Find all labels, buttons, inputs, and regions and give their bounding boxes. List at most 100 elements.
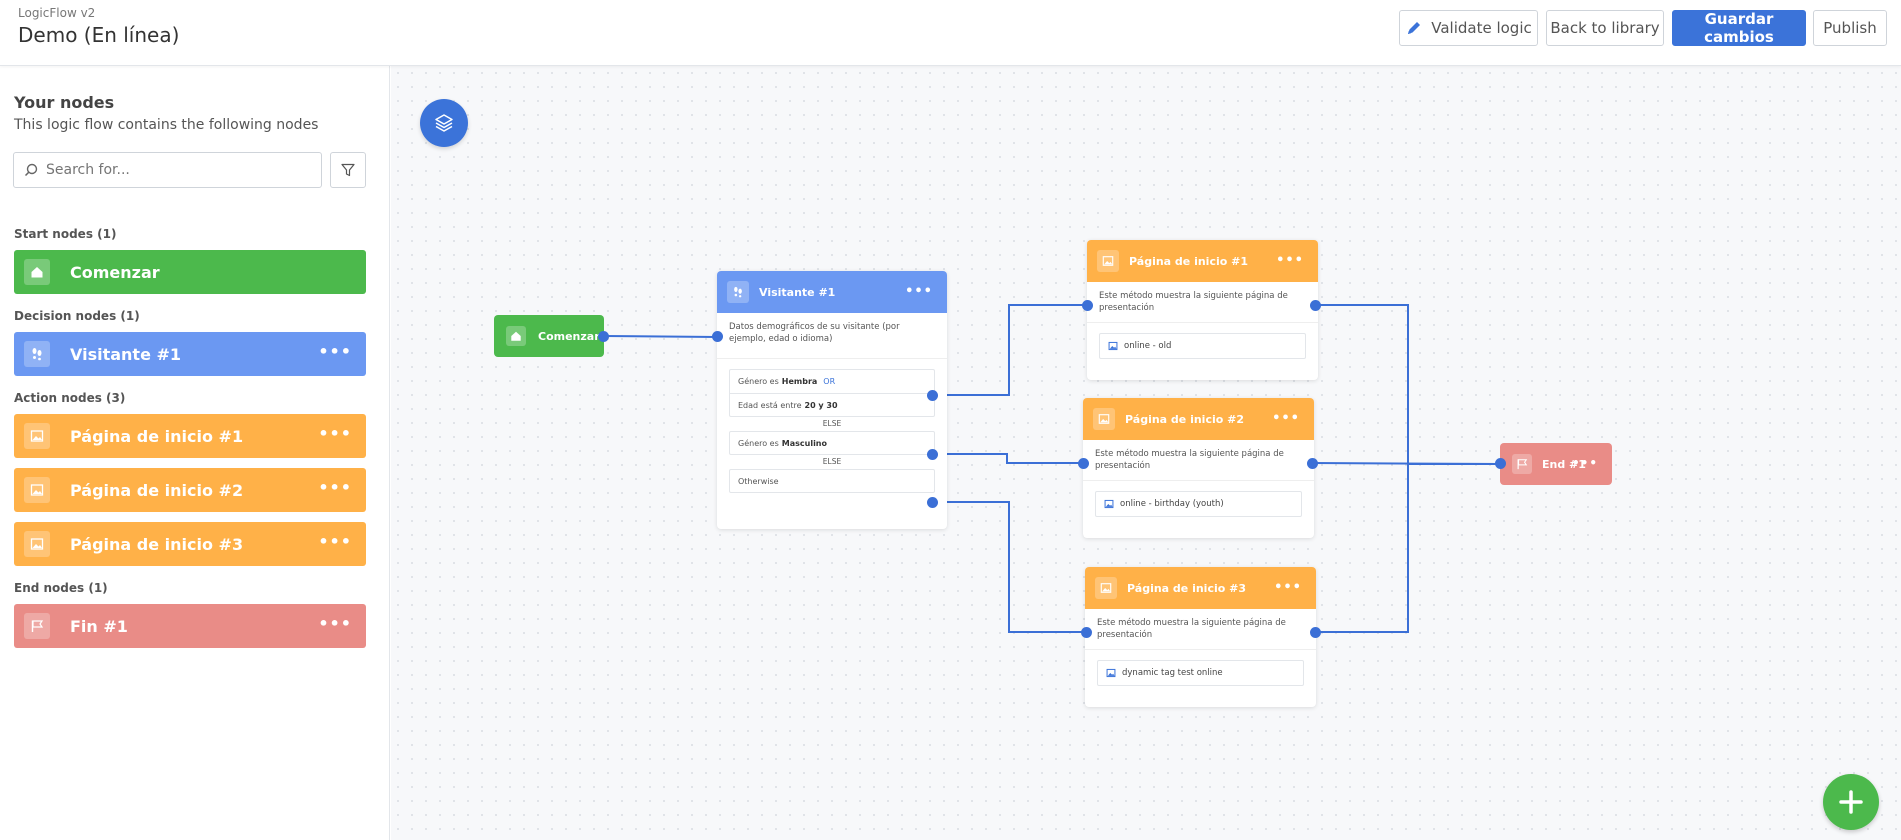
node-header[interactable]: Visitante #1 ••• <box>717 271 947 313</box>
search-box <box>13 152 322 188</box>
app-name: LogicFlow v2 <box>18 6 96 20</box>
layers-icon <box>435 114 453 132</box>
page-item-label: online - birthday (youth) <box>1120 499 1224 509</box>
home-icon <box>24 259 50 285</box>
output-port[interactable] <box>1310 300 1321 311</box>
input-port[interactable] <box>1082 300 1093 311</box>
sidebar-subtitle: This logic flow contains the following n… <box>14 117 319 133</box>
save-changes-button[interactable]: Guardar cambios <box>1672 10 1806 46</box>
condition-text: Género es <box>738 377 779 386</box>
canvas-node-pagina-2[interactable]: Página de inicio #2 ••• Este método mues… <box>1083 398 1314 538</box>
sidebar-item-comenzar[interactable]: Comenzar <box>14 250 366 294</box>
condition-value: Masculino <box>781 438 827 448</box>
section-start-nodes: Start nodes (1) <box>14 227 117 241</box>
image-icon <box>1093 408 1115 430</box>
node-description: Este método muestra la siguiente página … <box>1085 609 1316 650</box>
else-separator: ELSE <box>822 457 842 466</box>
condition-or: OR <box>823 377 836 386</box>
else-separator: ELSE <box>822 419 842 428</box>
condition-row: Edad está entre 20 y 30 <box>729 393 935 417</box>
sidebar-item-pagina-2[interactable]: Página de inicio #2 ••• <box>14 468 366 512</box>
input-port[interactable] <box>1495 458 1506 469</box>
more-icon[interactable]: ••• <box>318 532 352 551</box>
filter-button[interactable] <box>330 152 366 188</box>
sidebar-item-pagina-3[interactable]: Página de inicio #3 ••• <box>14 522 366 566</box>
more-icon[interactable]: ••• <box>318 478 352 497</box>
condition-text: Edad está entre <box>738 400 802 410</box>
page-item-label: dynamic tag test online <box>1122 668 1223 678</box>
more-icon[interactable]: ••• <box>905 284 933 299</box>
footprints-icon <box>727 281 749 303</box>
validate-logic-label: Validate logic <box>1431 19 1532 37</box>
output-port[interactable] <box>1310 627 1321 638</box>
node-description: Datos demográficos de su visitante (por … <box>717 313 947 359</box>
image-icon <box>1095 577 1117 599</box>
page-item[interactable]: dynamic tag test online <box>1097 660 1304 686</box>
pen-icon <box>1408 22 1421 34</box>
condition-row: Género es Masculino <box>729 431 935 455</box>
canvas-node-visitante-1[interactable]: Visitante #1 ••• Datos demográficos de s… <box>717 271 947 529</box>
output-port[interactable] <box>1307 458 1318 469</box>
image-icon <box>1108 341 1118 351</box>
node-header[interactable]: Página de inicio #3 ••• <box>1085 567 1316 609</box>
output-port[interactable] <box>927 449 938 460</box>
layers-button[interactable] <box>420 99 468 147</box>
more-icon[interactable]: ••• <box>1571 456 1598 470</box>
node-header[interactable]: Página de inicio #1 ••• <box>1087 240 1318 282</box>
node-sidebar: Your nodes This logic flow contains the … <box>0 66 390 840</box>
canvas-node-pagina-3[interactable]: Página de inicio #3 ••• Este método mues… <box>1085 567 1316 707</box>
input-port[interactable] <box>1081 627 1092 638</box>
node-label: End #1 <box>1542 457 1586 471</box>
node-description: Este método muestra la siguiente página … <box>1083 440 1314 481</box>
flag-icon <box>1512 454 1532 474</box>
section-action-nodes: Action nodes (3) <box>14 391 126 405</box>
input-port[interactable] <box>1078 458 1089 469</box>
node-title: Página de inicio #3 <box>1127 581 1247 595</box>
canvas-node-end-1[interactable]: End #1 ••• <box>1500 443 1612 485</box>
sidebar-item-label: Página de inicio #1 <box>70 426 244 446</box>
sidebar-item-visitante-1[interactable]: Visitante #1 ••• <box>14 332 366 376</box>
image-icon <box>1104 499 1114 509</box>
flag-icon <box>24 613 50 639</box>
more-icon[interactable]: ••• <box>1274 580 1302 595</box>
save-changes-label: Guardar cambios <box>1704 10 1774 46</box>
condition-row: Género es Hembra OR <box>729 369 935 393</box>
search-input[interactable] <box>46 153 316 187</box>
sidebar-item-label: Página de inicio #2 <box>70 480 244 500</box>
home-icon <box>506 326 526 346</box>
more-icon[interactable]: ••• <box>1272 411 1300 426</box>
app-header: LogicFlow v2 Demo (En línea) Validate lo… <box>0 0 1901 66</box>
back-to-library-button[interactable]: Back to library <box>1546 10 1664 46</box>
node-title: Visitante #1 <box>759 285 836 299</box>
sidebar-item-label: Comenzar <box>70 262 160 282</box>
page-item[interactable]: online - birthday (youth) <box>1095 491 1302 517</box>
add-node-button[interactable] <box>1823 774 1879 830</box>
publish-label: Publish <box>1823 19 1877 37</box>
publish-button[interactable]: Publish <box>1813 10 1887 46</box>
more-icon[interactable]: ••• <box>318 342 352 361</box>
condition-value: Hembra <box>781 377 818 386</box>
output-port[interactable] <box>927 390 938 401</box>
more-icon[interactable]: ••• <box>318 614 352 633</box>
sidebar-title: Your nodes <box>14 93 115 112</box>
output-port[interactable] <box>598 331 609 342</box>
back-to-library-label: Back to library <box>1550 19 1660 37</box>
image-icon <box>24 423 50 449</box>
image-icon <box>1097 250 1119 272</box>
node-title: Página de inicio #1 <box>1129 254 1249 268</box>
canvas-node-comenzar[interactable]: Comenzar <box>494 315 604 357</box>
input-port[interactable] <box>712 331 723 342</box>
footprints-icon <box>24 341 50 367</box>
more-icon[interactable]: ••• <box>318 424 352 443</box>
sidebar-item-fin-1[interactable]: Fin #1 ••• <box>14 604 366 648</box>
validate-logic-button[interactable]: Validate logic <box>1399 10 1538 46</box>
canvas-node-pagina-1[interactable]: Página de inicio #1 ••• Este método mues… <box>1087 240 1318 380</box>
node-label: Comenzar <box>538 329 600 343</box>
more-icon[interactable]: ••• <box>1276 253 1304 268</box>
plus-icon <box>1839 790 1863 814</box>
output-port[interactable] <box>927 497 938 508</box>
section-decision-nodes: Decision nodes (1) <box>14 309 140 323</box>
node-header[interactable]: Página de inicio #2 ••• <box>1083 398 1314 440</box>
sidebar-item-pagina-1[interactable]: Página de inicio #1 ••• <box>14 414 366 458</box>
page-item[interactable]: online - old <box>1099 333 1306 359</box>
